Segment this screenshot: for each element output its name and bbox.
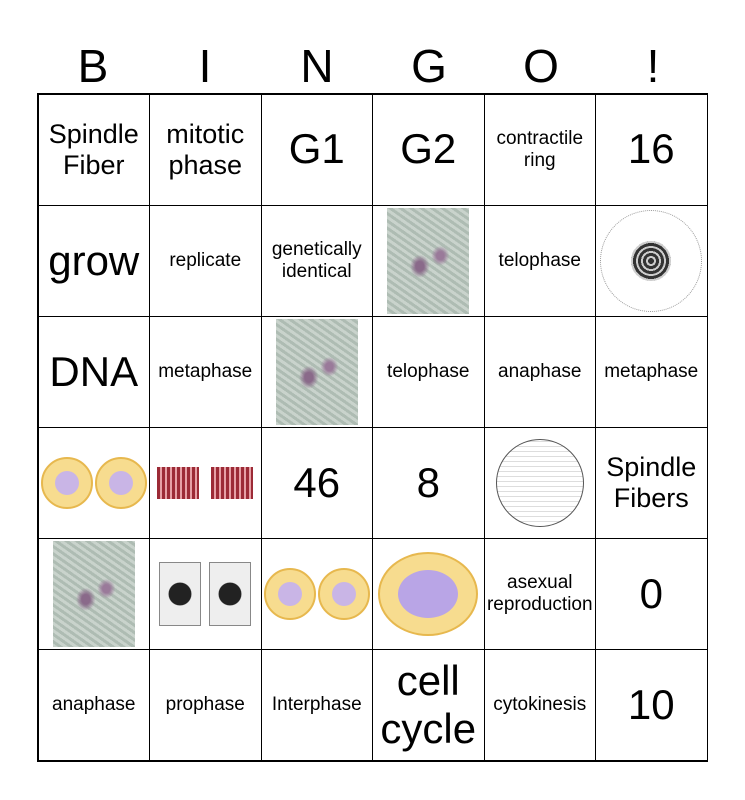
header-letter: G <box>411 40 447 92</box>
bingo-cell[interactable]: 10 <box>595 649 708 762</box>
chromosomes-separating-icon <box>157 467 254 500</box>
cells-dividing-diagram-icon <box>40 457 147 510</box>
bingo-cell[interactable] <box>372 204 485 317</box>
bingo-cell[interactable]: grow <box>37 204 150 317</box>
bingo-cell[interactable]: 0 <box>595 538 708 651</box>
two-daughter-cells-icon <box>263 568 370 621</box>
prophase-cell-diagram-icon <box>378 552 479 637</box>
header-letter: I <box>198 40 212 92</box>
cell-text: cell cycle <box>380 657 477 753</box>
bingo-cell[interactable]: asexual reproduction <box>483 538 596 651</box>
bingo-cell[interactable]: 46 <box>260 426 373 540</box>
cell-text: metaphase <box>158 360 253 382</box>
cell-text: cytokinesis <box>493 694 587 716</box>
bingo-cell[interactable]: 8 <box>372 426 485 540</box>
cell-text: 8 <box>416 458 440 506</box>
bingo-cell[interactable]: mitotic phase <box>149 93 262 206</box>
header-letter: N <box>300 40 334 92</box>
bingo-cell[interactable] <box>149 426 262 540</box>
bingo-cell[interactable] <box>260 538 373 651</box>
bingo-cell[interactable]: metaphase <box>149 315 262 428</box>
bingo-cell[interactable]: G1 <box>260 93 373 206</box>
bingo-cell[interactable] <box>37 426 150 540</box>
bingo-cell[interactable]: Spindle Fibers <box>595 426 708 540</box>
bingo-cell[interactable]: telophase <box>372 315 485 428</box>
bingo-cell[interactable]: Spindle Fiber <box>37 93 150 206</box>
bingo-cell[interactable]: cell cycle <box>372 649 485 762</box>
bingo-cell[interactable]: 16 <box>595 93 708 206</box>
bingo-cell[interactable]: replicate <box>149 204 262 317</box>
cell-text: Interphase <box>271 694 362 716</box>
bingo-cell[interactable]: anaphase <box>483 315 596 428</box>
bingo-cell[interactable]: G2 <box>372 93 485 206</box>
cell-text: contractile ring <box>496 127 584 171</box>
bingo-cell[interactable]: telophase <box>483 204 596 317</box>
bingo-cell[interactable]: prophase <box>149 649 262 762</box>
cell-text: G1 <box>288 125 345 173</box>
cell-text: replicate <box>169 249 242 271</box>
spindle-apparatus-icon <box>495 439 584 528</box>
header-letter: ! <box>646 40 660 92</box>
cell-text: metaphase <box>604 360 699 382</box>
bingo-cell[interactable] <box>372 538 485 651</box>
cell-text: telophase <box>498 249 581 271</box>
cell-text: 0 <box>639 570 663 618</box>
cell-text: telophase <box>387 360 470 382</box>
bingo-header: B I N G O ! <box>37 40 709 92</box>
cell-text: DNA <box>49 347 139 395</box>
cell-text: Spindle Fibers <box>606 452 697 514</box>
cell-text: 16 <box>627 125 675 173</box>
cell-text: anaphase <box>52 694 136 716</box>
bingo-grid: Spindle Fiber mitotic phase G1 G2 contractil… <box>37 93 708 762</box>
cell-text: prophase <box>165 694 245 716</box>
header-letter: O <box>523 40 559 92</box>
bingo-cell[interactable]: anaphase <box>37 649 150 762</box>
bingo-cell[interactable] <box>483 426 596 540</box>
micrograph-telophase-icon <box>387 207 470 314</box>
cell-text: genetically identical <box>271 238 362 282</box>
two-cells-sketch-icon <box>159 562 252 627</box>
micrograph-anaphase-icon <box>52 541 135 648</box>
cell-text: Spindle Fiber <box>48 118 139 180</box>
bingo-cell[interactable]: metaphase <box>595 315 708 428</box>
bingo-cell[interactable]: Interphase <box>260 649 373 762</box>
cell-text: G2 <box>400 125 457 173</box>
cell-text: mitotic phase <box>166 118 245 180</box>
cell-text: anaphase <box>498 360 582 382</box>
bingo-cell[interactable]: cytokinesis <box>483 649 596 762</box>
cell-text: grow <box>48 236 140 284</box>
micrograph-metaphase-icon <box>275 318 358 425</box>
cell-text: 10 <box>627 681 675 729</box>
bingo-cell[interactable]: DNA <box>37 315 150 428</box>
header-letter: B <box>77 40 109 92</box>
bingo-cell[interactable] <box>595 204 708 317</box>
bingo-cell[interactable] <box>37 538 150 651</box>
bingo-cell[interactable]: genetically identical <box>260 204 373 317</box>
bingo-cell[interactable] <box>260 315 373 428</box>
bingo-cell[interactable]: contractile ring <box>483 93 596 206</box>
cell-text: 46 <box>293 458 341 506</box>
cell-text: asexual reproduction <box>486 572 593 616</box>
bingo-cell[interactable] <box>149 538 262 651</box>
nucleus-interphase-icon <box>600 209 703 312</box>
